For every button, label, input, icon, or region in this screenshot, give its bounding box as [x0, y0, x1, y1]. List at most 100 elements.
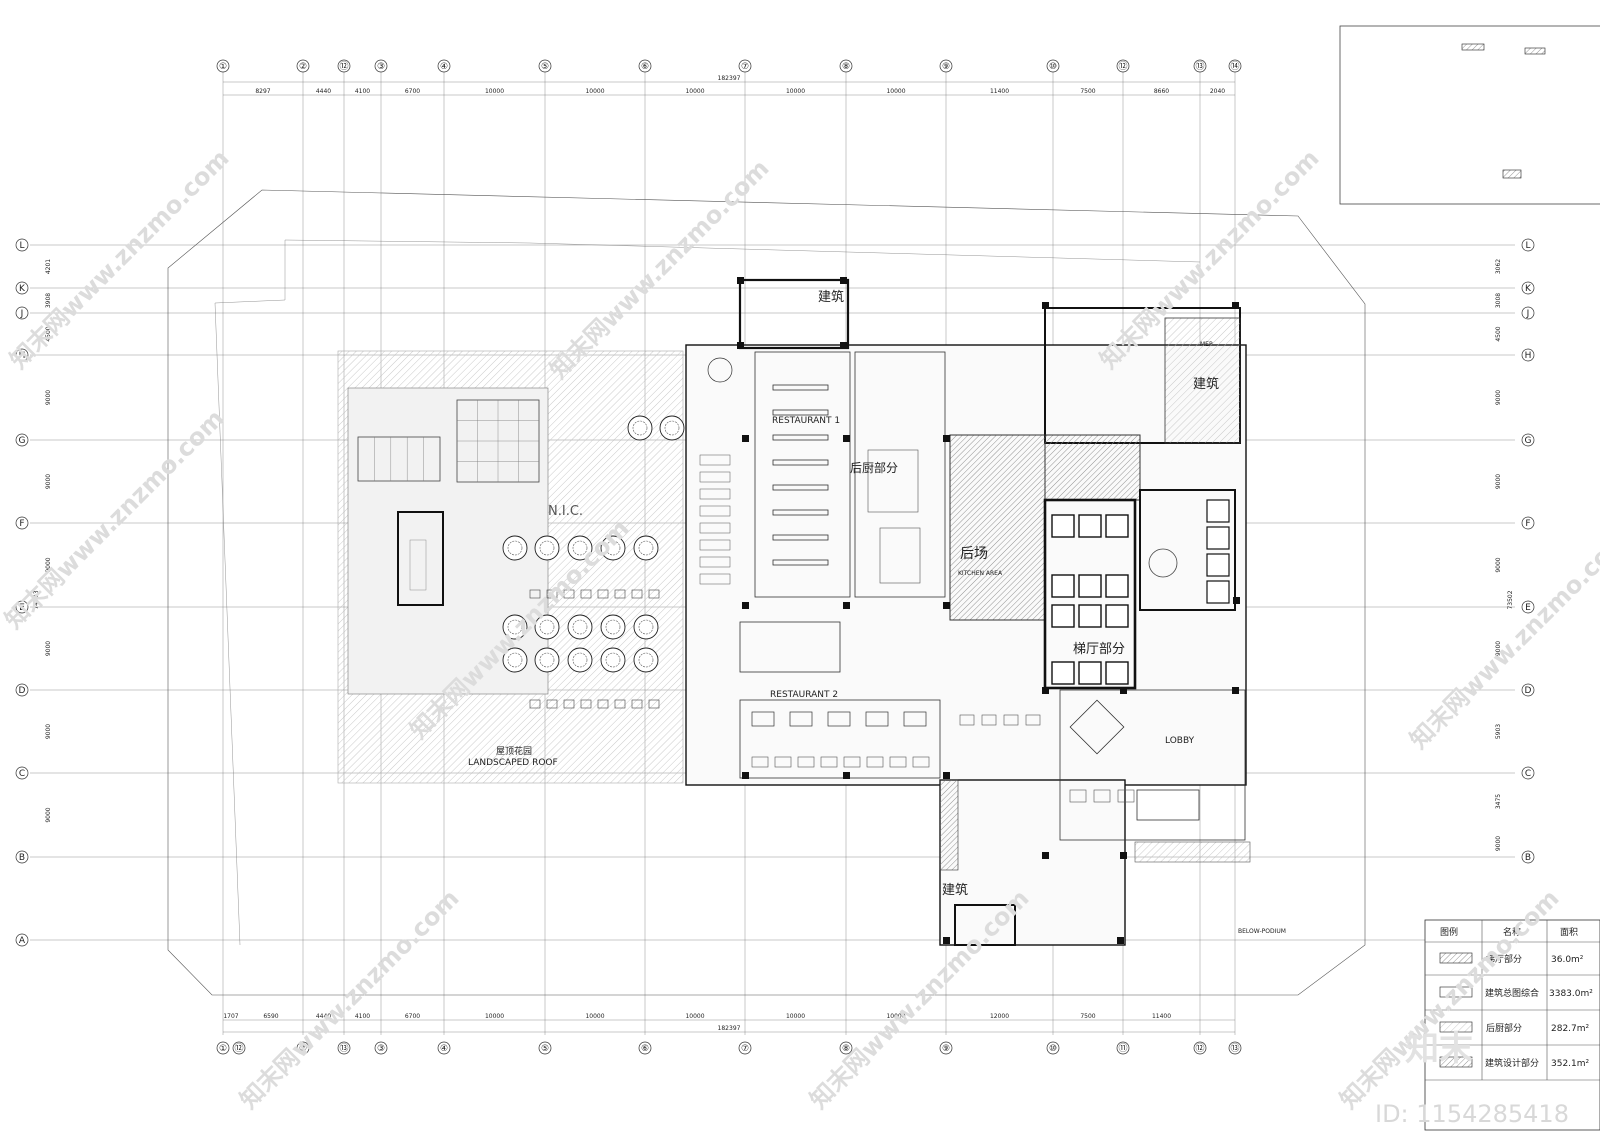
kitchen-equipment-2: [879, 527, 921, 584]
watermark-logo: 知末: [1405, 1029, 1473, 1069]
watermark-id: ID: 1154285418: [1375, 1100, 1569, 1128]
axis-right-C: C: [1525, 769, 1531, 779]
roof-parapet-line: [284, 239, 1201, 263]
axis-left-L-circle: [15, 238, 29, 252]
tree-core-6: [539, 540, 555, 556]
axis-bottom-12-circle: [1046, 1041, 1060, 1055]
axis-left-H-circle: [15, 348, 29, 362]
lobby-seat-3: [1003, 714, 1019, 726]
dim-top-8: 10000: [786, 88, 805, 95]
axis-right-F: F: [1525, 519, 1530, 529]
axis-left-B: B: [19, 853, 25, 863]
column-20: [943, 937, 950, 944]
tree-core-9: [572, 540, 588, 556]
r2-booth-8: [912, 756, 930, 768]
r2-table-2: [789, 711, 813, 727]
watermark-8: 知末网www.znzmo.com: [804, 884, 1034, 1114]
structural-columns: [737, 277, 1240, 944]
tree-5: [502, 647, 528, 673]
dim-right-6: 9000: [1495, 557, 1502, 572]
axis-top-5-circle: [437, 59, 451, 73]
column-13: [742, 772, 749, 779]
east-booths: [1206, 499, 1230, 604]
axis-top-2-circle: [296, 59, 310, 73]
axis-bottom-13-circle: [1116, 1041, 1130, 1055]
axis-bottom-14: ⑫: [1195, 1043, 1204, 1054]
dim-right-1: 3062: [1495, 259, 1502, 274]
axis-bottom-2-circle: [232, 1041, 246, 1055]
axis-bottom-4-circle: [337, 1041, 351, 1055]
kitchen-equipment-1: [867, 449, 919, 513]
tree-core-8: [539, 652, 555, 668]
column-8: [843, 435, 850, 442]
dim-left-5: 9000: [45, 474, 52, 489]
dim-right-3: 4500: [1495, 326, 1502, 341]
terrace-table-0-0: [529, 589, 541, 599]
axis-top-9: ⑧: [842, 62, 850, 72]
terrace-table-0-4: [597, 589, 609, 599]
axis-left-F: F: [19, 519, 24, 529]
axis-left-F-circle: [15, 516, 29, 530]
column-16: [1042, 687, 1049, 694]
elevator-car-7: [1051, 604, 1075, 628]
axis-top-4-circle: [374, 59, 388, 73]
tree-core-5: [507, 652, 523, 668]
dim-bottom-10: 10000: [886, 1013, 905, 1020]
dim-top-5: 10000: [485, 88, 504, 95]
dim-bottom-13: 11400: [1152, 1013, 1171, 1020]
axis-bottom-3-circle: [296, 1041, 310, 1055]
axis-right-D-circle: [1521, 683, 1535, 697]
dim-top-4: 6700: [405, 88, 420, 95]
axis-left-L: L: [19, 241, 24, 251]
building-bottom-label: 建筑: [942, 882, 968, 898]
dim-left-8: 9000: [45, 724, 52, 739]
dim-bottom-9: 10000: [786, 1013, 805, 1020]
axis-top-10: ⑨: [942, 62, 950, 72]
terrace-table-0-7: [648, 589, 660, 599]
dim-top-3: 4100: [355, 88, 370, 95]
axis-top-8: ⑦: [741, 62, 749, 72]
axis-bottom-13: ⑪: [1118, 1043, 1127, 1054]
r2-table-4: [865, 711, 889, 727]
nic-label: N.I.C.: [548, 504, 583, 519]
east-booth-2: [1206, 526, 1230, 550]
dim-left-1: 4201: [45, 259, 52, 274]
lobby-label: LOBBY: [1165, 736, 1195, 746]
kitchen-support: [854, 351, 946, 598]
terrace-table-0-3: [580, 589, 592, 599]
axis-top-7: ⑥: [641, 62, 649, 72]
dim-bottom-7: 10000: [585, 1013, 604, 1020]
axis-right-B: B: [1525, 853, 1531, 863]
axis-top-3-circle: [337, 59, 351, 73]
lobby-bottom-hatch: [1134, 841, 1251, 863]
legend-row-1-area: 36.0m²: [1551, 955, 1584, 965]
lobby-seat-4: [1025, 714, 1041, 726]
tree-core-15: [638, 540, 654, 556]
r2-booth-5: [843, 756, 861, 768]
legend-header-name: 名称: [1503, 926, 1521, 938]
r2-table-3: [827, 711, 851, 727]
lobby-round-feature: [1148, 548, 1178, 578]
elevator-car-1: [1051, 514, 1075, 538]
dim-bottom-6: 10000: [485, 1013, 504, 1020]
key-plan-mark-1: [1461, 43, 1485, 51]
column-6: [1232, 302, 1239, 309]
tree-3: [502, 535, 528, 561]
legend-row-3-area: 282.7m²: [1551, 1024, 1590, 1034]
axis-top-11-circle: [1046, 59, 1060, 73]
r1-table-4: [772, 459, 829, 466]
axis-right-B-circle: [1521, 850, 1535, 864]
axis-left-J: J: [20, 309, 24, 319]
column-19: [1120, 852, 1127, 859]
axis-right-J-circle: [1521, 306, 1535, 320]
axis-left-D-circle: [15, 683, 29, 697]
axis-left-C-circle: [15, 766, 29, 780]
column-7: [742, 435, 749, 442]
axis-bottom-15: ⑬: [1230, 1043, 1239, 1054]
axis-top-3: ⑫: [339, 61, 348, 72]
restaurant-2-tables: [751, 711, 930, 768]
